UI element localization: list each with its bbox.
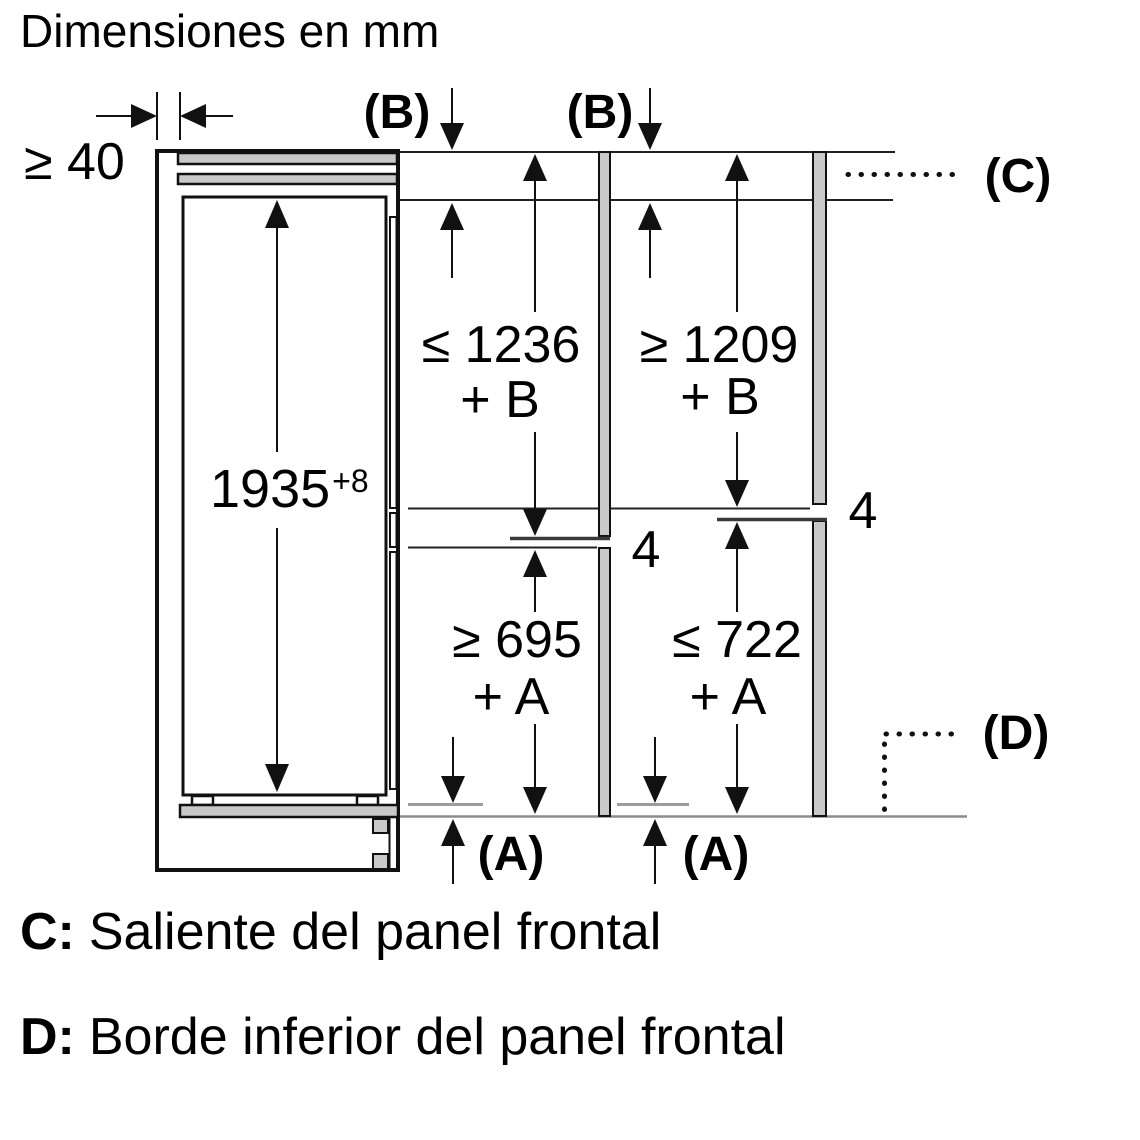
furniture-panel-right [812, 151, 827, 817]
right-top-dimension: ≥ 1209 [639, 316, 799, 374]
top-vent-panel-2 [176, 172, 399, 186]
right-top-dimension-add: + B [680, 368, 760, 426]
dim-1236 [523, 154, 547, 536]
dim-722 [725, 522, 749, 814]
door-gap-left-label: 4 [631, 521, 661, 579]
left-top-dimension-add: + B [460, 371, 540, 429]
left-bottom-dimension-add: + A [472, 668, 550, 726]
ref-b-right-label: (B) [566, 86, 634, 139]
niche-height-dimension: 1935 +8 [210, 462, 369, 516]
dim-b-left [440, 88, 464, 278]
door-gap-ticks [510, 517, 827, 541]
left-top-dimension: ≤ 1236 [421, 316, 581, 374]
d-leader-dots [882, 731, 965, 815]
legend-d-key: D: [20, 1008, 75, 1066]
legend-line-d: D: Borde inferior del panel frontal [20, 1008, 786, 1068]
left-bottom-dimension: ≥ 695 [452, 611, 582, 669]
wall-clearance-label: ≥ 40 [24, 133, 125, 191]
door-gap-right-label: 4 [848, 482, 878, 540]
appliance-door [389, 216, 398, 790]
dim-a-right [643, 737, 667, 884]
ref-c-label: (C) [984, 150, 1052, 203]
legend-d-text: Borde inferior del panel frontal [88, 1008, 786, 1066]
dim-695 [523, 550, 547, 814]
legend-c-text: Saliente del panel frontal [88, 903, 662, 961]
ref-d-label: (D) [982, 707, 1050, 760]
legend-line-c: C: Saliente del panel frontal [20, 903, 661, 963]
dim-wall-clearance [96, 92, 233, 140]
top-vent-panel [176, 151, 399, 166]
diagram-title: Dimensiones en mm [20, 5, 440, 57]
dim-b-right [638, 88, 662, 278]
right-bottom-dimension-add: + A [689, 668, 767, 726]
plinth-panel [178, 803, 400, 819]
niche-height-tolerance: +8 [332, 463, 369, 499]
appliance-niche [181, 195, 388, 797]
ref-a-right-label: (A) [682, 828, 750, 881]
niche-height-value: 1935 [210, 459, 331, 519]
right-bottom-dimension: ≤ 722 [672, 611, 802, 669]
ref-b-left-label: (B) [363, 86, 431, 139]
furniture-panel-middle [598, 151, 611, 817]
ref-a-left-label: (A) [477, 828, 545, 881]
dim-a-left [441, 737, 465, 884]
plinth-brackets [372, 817, 391, 870]
dim-1209 [725, 154, 749, 507]
legend-c-key: C: [20, 903, 75, 961]
dim-niche-height [265, 200, 289, 792]
